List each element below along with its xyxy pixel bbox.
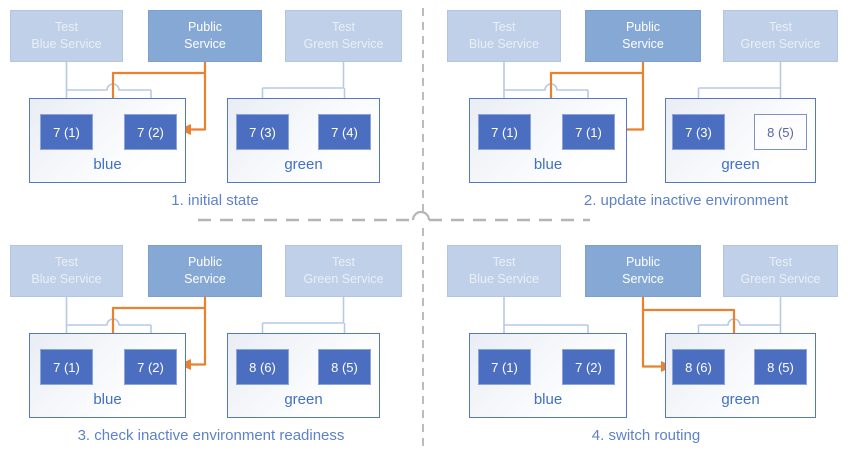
pod-green-1: 7 (3) xyxy=(672,114,725,150)
panel-caption: 2. update inactive environment xyxy=(583,192,789,209)
pod-blue-1: 7 (1) xyxy=(478,114,531,150)
pod-blue-1: 7 (1) xyxy=(478,349,531,385)
service-label-line: Blue Service xyxy=(31,272,102,286)
service-label-line: Test xyxy=(769,20,792,34)
service-label-line: Green Service xyxy=(303,272,384,286)
service-label-line: Blue Service xyxy=(468,37,540,51)
service-label-line: Public xyxy=(625,20,661,34)
pod-blue-2: 7 (2) xyxy=(124,349,177,385)
service-label-line: Blue Service xyxy=(31,37,102,51)
service-label-line: Service xyxy=(184,272,226,286)
pod-green-2-updating: 8 (5) xyxy=(754,114,807,150)
panel-initial-state: Test Blue Service Public Service Test Gr… xyxy=(0,0,424,228)
pod-green-2: 8 (5) xyxy=(318,349,371,385)
green-environment-label: green xyxy=(721,391,760,408)
pod-blue-2: 7 (1) xyxy=(562,114,615,150)
test-blue-service-box: Test Blue Service xyxy=(10,245,123,297)
panel-caption: 3. check inactive environment readiness xyxy=(77,427,345,444)
green-environment-label: green xyxy=(284,156,323,173)
test-blue-service-box: Test Blue Service xyxy=(10,10,123,62)
blue-environment-label: blue xyxy=(533,156,563,173)
test-green-service-box: Test Green Service xyxy=(723,245,838,297)
pod-blue-2: 7 (2) xyxy=(124,114,177,150)
service-label-line: Test xyxy=(769,255,792,269)
panel-update-inactive-environment: Test Blue Service Public Service Test Gr… xyxy=(424,0,848,228)
service-label-line: Public xyxy=(187,20,223,34)
green-environment-label: green xyxy=(721,156,760,173)
public-service-box: Public Service xyxy=(585,245,701,297)
test-green-service-box: Test Green Service xyxy=(285,10,402,62)
pod-green-1: 7 (3) xyxy=(236,114,289,150)
service-label-line: Test xyxy=(332,20,355,34)
test-green-service-box: Test Green Service xyxy=(723,10,838,62)
public-service-box: Public Service xyxy=(148,245,262,297)
service-label-line: Service xyxy=(622,272,664,286)
service-label-line: Green Service xyxy=(303,37,384,51)
test-green-service-box: Test Green Service xyxy=(285,245,402,297)
blue-environment-label: blue xyxy=(533,391,563,408)
service-label-line: Service xyxy=(622,37,664,51)
panel-switch-routing: Test Blue Service Public Service Test Gr… xyxy=(424,228,848,456)
service-label-line: Test xyxy=(55,255,78,269)
public-service-box: Public Service xyxy=(585,10,701,62)
service-label-line: Test xyxy=(55,20,78,34)
service-label-line: Test xyxy=(492,255,516,269)
service-label-line: Test xyxy=(332,255,355,269)
public-service-box: Public Service xyxy=(148,10,262,62)
panel-caption: 4. switch routing xyxy=(591,427,701,444)
service-label-line: Blue Service xyxy=(468,272,540,286)
service-label-line: Test xyxy=(492,20,516,34)
pod-green-2: 7 (4) xyxy=(318,114,371,150)
pod-blue-1: 7 (1) xyxy=(40,114,93,150)
service-label-line: Service xyxy=(184,37,226,51)
green-environment-label: green xyxy=(284,391,323,408)
blue-environment-label: blue xyxy=(93,391,122,408)
service-label-line: Green Service xyxy=(740,272,821,286)
panel-check-inactive-environment-readiness: Test Blue Service Public Service Test Gr… xyxy=(0,228,424,456)
service-label-line: Green Service xyxy=(740,37,821,51)
test-blue-service-box: Test Blue Service xyxy=(447,10,561,62)
pod-green-1: 8 (6) xyxy=(672,349,725,385)
blue-environment-label: blue xyxy=(93,156,122,173)
service-label-line: Public xyxy=(187,255,223,269)
panel-caption: 1. initial state xyxy=(171,192,259,209)
pod-green-2: 8 (5) xyxy=(754,349,807,385)
service-label-line: Public xyxy=(625,255,661,269)
pod-green-1: 8 (6) xyxy=(236,349,289,385)
test-blue-service-box: Test Blue Service xyxy=(447,245,561,297)
pod-blue-2: 7 (2) xyxy=(562,349,615,385)
pod-blue-1: 7 (1) xyxy=(40,349,93,385)
